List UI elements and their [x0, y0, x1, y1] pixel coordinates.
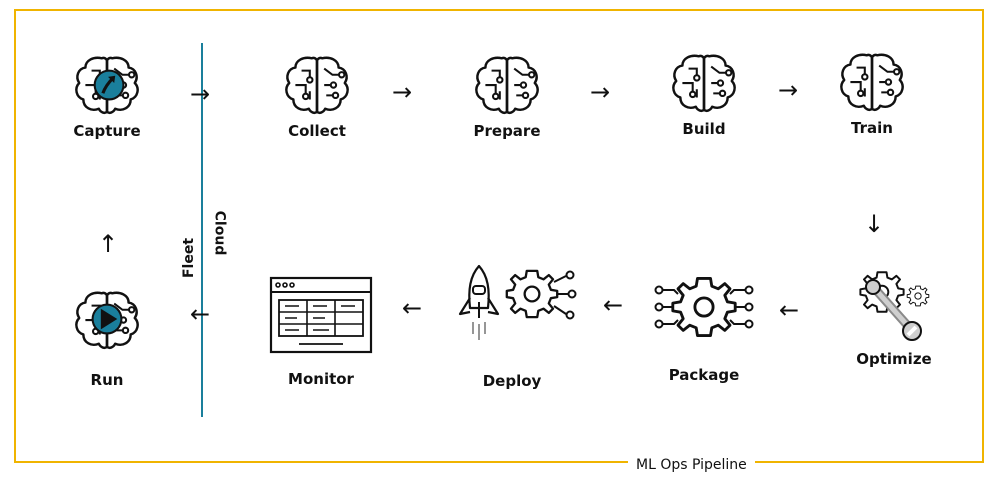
build-label: Build [682, 120, 726, 138]
arrow-monitor-run: ← [190, 300, 211, 328]
stage-prepare: Prepare [447, 50, 567, 140]
dashboard-window-icon [269, 276, 373, 354]
train-label: Train [851, 119, 893, 137]
package-label: Package [668, 366, 740, 384]
fleet-cloud-divider [201, 43, 203, 417]
gear-nodes-icon [654, 276, 754, 338]
monitor-label: Monitor [288, 370, 354, 388]
brain-icon [672, 54, 736, 113]
fleet-label: Fleet [181, 237, 198, 279]
stage-build: Build [644, 48, 764, 138]
wrench-gears-icon [859, 271, 930, 341]
stage-collect: Collect [257, 50, 377, 140]
brain-play-icon [75, 291, 139, 350]
stage-capture: Capture [47, 50, 167, 140]
run-label: Run [90, 371, 124, 389]
pipeline-title: ML Ops Pipeline [628, 455, 755, 475]
arrow-train-optimize: ↓ [864, 210, 885, 238]
arrow-deploy-monitor: ← [402, 294, 423, 322]
stage-package: Package [644, 268, 764, 384]
brain-icon [285, 56, 349, 115]
collect-label: Collect [288, 122, 346, 140]
stage-run: Run [47, 285, 167, 389]
arrow-package-deploy: ← [603, 291, 624, 319]
arrow-capture-collect: → [190, 80, 211, 108]
brain-icon [475, 56, 539, 115]
deploy-label: Deploy [482, 372, 542, 390]
rocket-gear-icon [458, 264, 577, 340]
stage-train: Train [812, 47, 932, 137]
prepare-label: Prepare [473, 122, 541, 140]
arrow-run-capture: ↑ [98, 230, 119, 258]
cloud-label: Cloud [211, 210, 228, 256]
optimize-label: Optimize [856, 350, 932, 368]
stage-optimize: Optimize [834, 262, 954, 368]
brain-upload-icon [75, 56, 139, 115]
pipeline-frame [14, 9, 984, 463]
capture-label: Capture [73, 122, 141, 140]
stage-deploy: Deploy [442, 262, 592, 390]
stage-monitor: Monitor [261, 276, 381, 388]
arrow-collect-prepare: → [392, 78, 413, 106]
arrow-optimize-package: ← [779, 296, 800, 324]
arrow-build-train: → [778, 76, 799, 104]
arrow-prepare-build: → [590, 78, 611, 106]
brain-icon [840, 53, 904, 112]
